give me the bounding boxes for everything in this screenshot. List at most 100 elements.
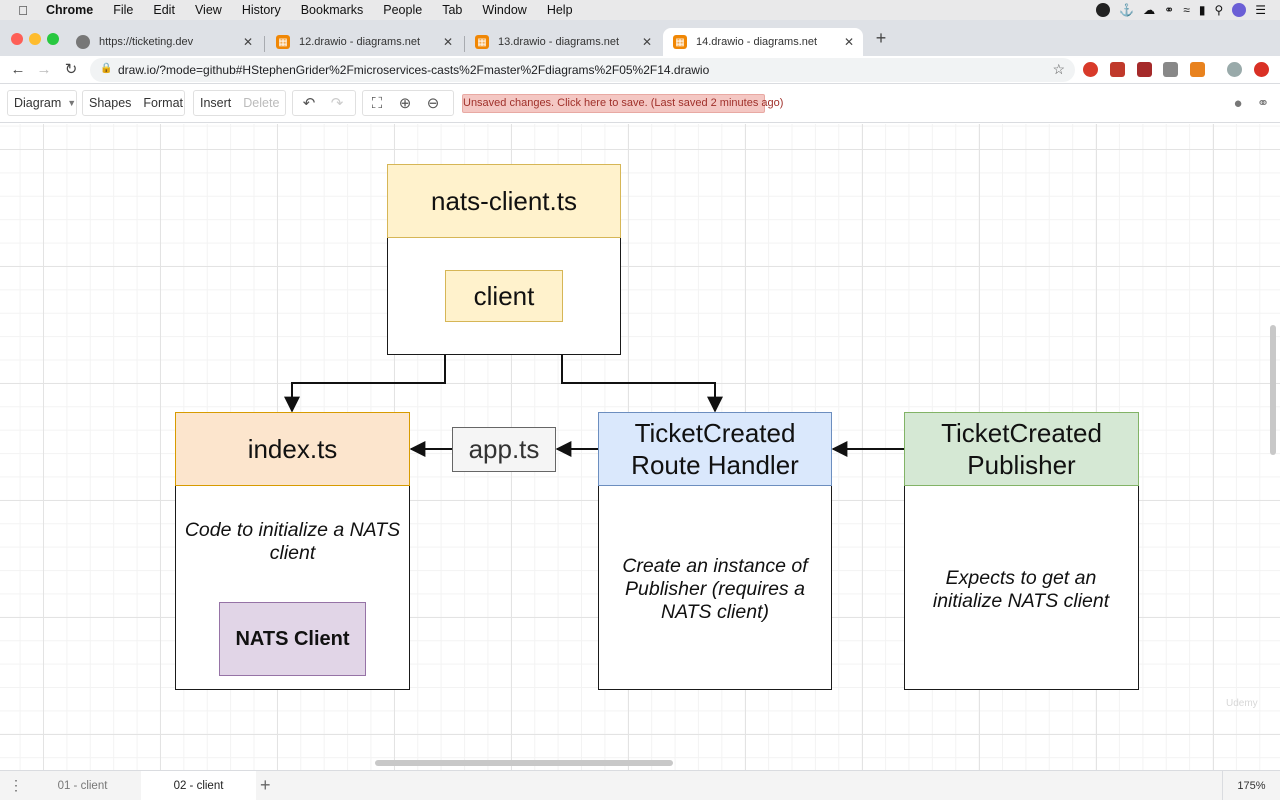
extension-icon[interactable] <box>1110 62 1125 77</box>
tab-title: 13.drawio - diagrams.net <box>498 36 620 48</box>
tab-title: 14.drawio - diagrams.net <box>696 36 818 48</box>
browser-nav-bar: ← → ↻ 🔒 draw.io/?mode=github#HStephenGri… <box>0 56 1280 84</box>
udemy-watermark: Udemy <box>1226 698 1258 709</box>
nats-client-header[interactable]: nats-client.ts <box>387 164 621 238</box>
nats-client-title: nats-client.ts <box>431 185 577 216</box>
browser-tab-strip: https://ticketing.dev ✕ ▦ 12.drawio - di… <box>0 20 1280 56</box>
record-icon[interactable] <box>1096 3 1111 17</box>
glasses-icon[interactable]: ⚭ <box>1164 3 1175 17</box>
vertical-scrollbar[interactable] <box>1270 325 1276 455</box>
nats-client-box[interactable]: NATS Client <box>219 602 366 676</box>
lock-icon[interactable]: 🔒 <box>100 63 113 74</box>
close-window-icon[interactable] <box>11 33 23 45</box>
list-extension-icon[interactable] <box>1163 62 1178 77</box>
adblock-extension-icon[interactable] <box>1083 62 1098 77</box>
browser-tab-ticketing[interactable]: https://ticketing.dev ✕ <box>66 28 262 56</box>
close-tab-icon[interactable]: ✕ <box>843 35 855 49</box>
panel-toggle-group: Shapes Format <box>82 90 185 116</box>
publisher-description: Expects to get an initialize NATS client <box>932 567 1110 612</box>
menu-window[interactable]: Window <box>482 3 527 17</box>
app-label: app.ts <box>468 434 540 464</box>
page-tab-02-client[interactable]: 02 - client <box>141 771 256 800</box>
zoom-out-icon[interactable]: ⊖ <box>426 95 440 112</box>
menu-bookmarks[interactable]: Bookmarks <box>300 3 364 17</box>
publisher-header[interactable]: TicketCreated Publisher <box>904 412 1139 486</box>
index-title: index.ts <box>247 433 338 464</box>
reload-icon[interactable]: ↻ <box>64 61 78 78</box>
publisher-title-line2: Publisher <box>967 450 1076 480</box>
undo-icon[interactable]: ↶ <box>302 95 316 112</box>
user-icon[interactable]: ● <box>1233 95 1243 112</box>
back-arrow-icon[interactable]: ← <box>10 61 26 78</box>
fit-page-icon[interactable]: ⛶ <box>371 95 383 112</box>
publisher-title-line1: TicketCreated <box>941 418 1102 448</box>
unsaved-changes-banner[interactable]: Unsaved changes. Click here to save. (La… <box>462 94 783 113</box>
url-text[interactable]: draw.io/?mode=github#HStephenGrider%2Fmi… <box>118 63 710 77</box>
close-tab-icon[interactable]: ✕ <box>641 35 653 49</box>
chevron-down-icon: ▼ <box>67 98 77 108</box>
menu-help[interactable]: Help <box>546 3 573 17</box>
list-icon[interactable]: ☰ <box>1255 3 1266 17</box>
shapes-button[interactable]: Shapes <box>89 96 132 110</box>
menu-edit[interactable]: Edit <box>153 3 175 17</box>
nats-client-box-label: NATS Client <box>235 627 350 650</box>
browser-tab-12-drawio[interactable]: ▦ 12.drawio - diagrams.net ✕ <box>266 28 462 56</box>
tab-separator <box>264 36 265 52</box>
drawio-icon: ▦ <box>475 35 489 49</box>
new-tab-button[interactable]: + <box>875 28 887 48</box>
maximize-window-icon[interactable] <box>47 33 59 45</box>
tab-title: https://ticketing.dev <box>99 36 194 48</box>
search-icon[interactable]: ⚲ <box>1214 3 1224 17</box>
pages-menu-icon[interactable]: ⋮ <box>9 777 23 793</box>
drawio-icon: ▦ <box>276 35 290 49</box>
insert-button[interactable]: Insert <box>200 96 232 110</box>
menu-file[interactable]: File <box>113 3 134 17</box>
route-handler-description: Create an instance of Publisher (require… <box>622 555 808 623</box>
wifi-icon[interactable]: ≈ <box>1183 3 1190 17</box>
format-button[interactable]: Format <box>143 96 183 110</box>
siri-icon[interactable] <box>1232 3 1247 17</box>
apple-menu-icon[interactable]:  <box>14 3 32 18</box>
redo-icon[interactable]: ↷ <box>330 95 344 112</box>
ublock-extension-icon[interactable] <box>1137 62 1152 77</box>
tab-separator <box>464 36 465 52</box>
language-globe-icon[interactable]: ⚭ <box>1256 95 1270 112</box>
route-handler-body[interactable] <box>598 485 832 690</box>
index-header[interactable]: index.ts <box>175 412 410 486</box>
profile-avatar[interactable] <box>1227 62 1242 77</box>
horizontal-scrollbar[interactable] <box>375 760 673 766</box>
cloud-icon[interactable]: ☁ <box>1143 3 1156 17</box>
drawio-icon: ▦ <box>673 35 687 49</box>
menu-history[interactable]: History <box>241 3 281 17</box>
minimize-window-icon[interactable] <box>29 33 41 45</box>
menu-tab[interactable]: Tab <box>442 3 463 17</box>
close-tab-icon[interactable]: ✕ <box>442 35 454 49</box>
route-handler-header[interactable]: TicketCreated Route Handler <box>598 412 832 486</box>
close-tab-icon[interactable]: ✕ <box>242 35 254 49</box>
battery-icon[interactable]: ▮ <box>1198 3 1206 17</box>
bookmark-star-icon[interactable]: ☆ <box>1052 61 1065 77</box>
route-handler-title-line1: TicketCreated <box>634 418 796 448</box>
zoom-in-icon[interactable]: ⊕ <box>398 95 412 112</box>
zoom-level[interactable]: 175% <box>1222 771 1280 800</box>
page-tab-01-client[interactable]: 01 - client <box>57 780 108 792</box>
client-box[interactable]: client <box>445 270 563 322</box>
app-box[interactable]: app.ts <box>452 427 556 472</box>
diagram-menu-button[interactable]: Diagram ▼ <box>7 90 77 116</box>
menu-people[interactable]: People <box>383 3 423 17</box>
browser-tab-14-drawio[interactable]: ▦ 14.drawio - diagrams.net ✕ <box>663 28 863 56</box>
metamask-extension-icon[interactable] <box>1190 62 1205 77</box>
delete-button[interactable]: Delete <box>243 96 280 110</box>
add-page-button[interactable]: + <box>260 775 271 795</box>
menu-app-name[interactable]: Chrome <box>46 3 94 17</box>
update-extension-icon[interactable] <box>1254 62 1269 77</box>
client-label: client <box>473 280 535 311</box>
menu-view[interactable]: View <box>194 3 222 17</box>
route-handler-title-line2: Route Handler <box>631 450 799 480</box>
browser-tab-13-drawio[interactable]: ▦ 13.drawio - diagrams.net ✕ <box>465 28 661 56</box>
docker-icon[interactable]: ⚓ <box>1119 3 1135 17</box>
address-bar[interactable]: 🔒 draw.io/?mode=github#HStephenGrider%2F… <box>90 58 1075 82</box>
tab-title: 12.drawio - diagrams.net <box>299 36 421 48</box>
forward-arrow-icon[interactable]: → <box>36 61 52 78</box>
view-group <box>362 90 454 116</box>
